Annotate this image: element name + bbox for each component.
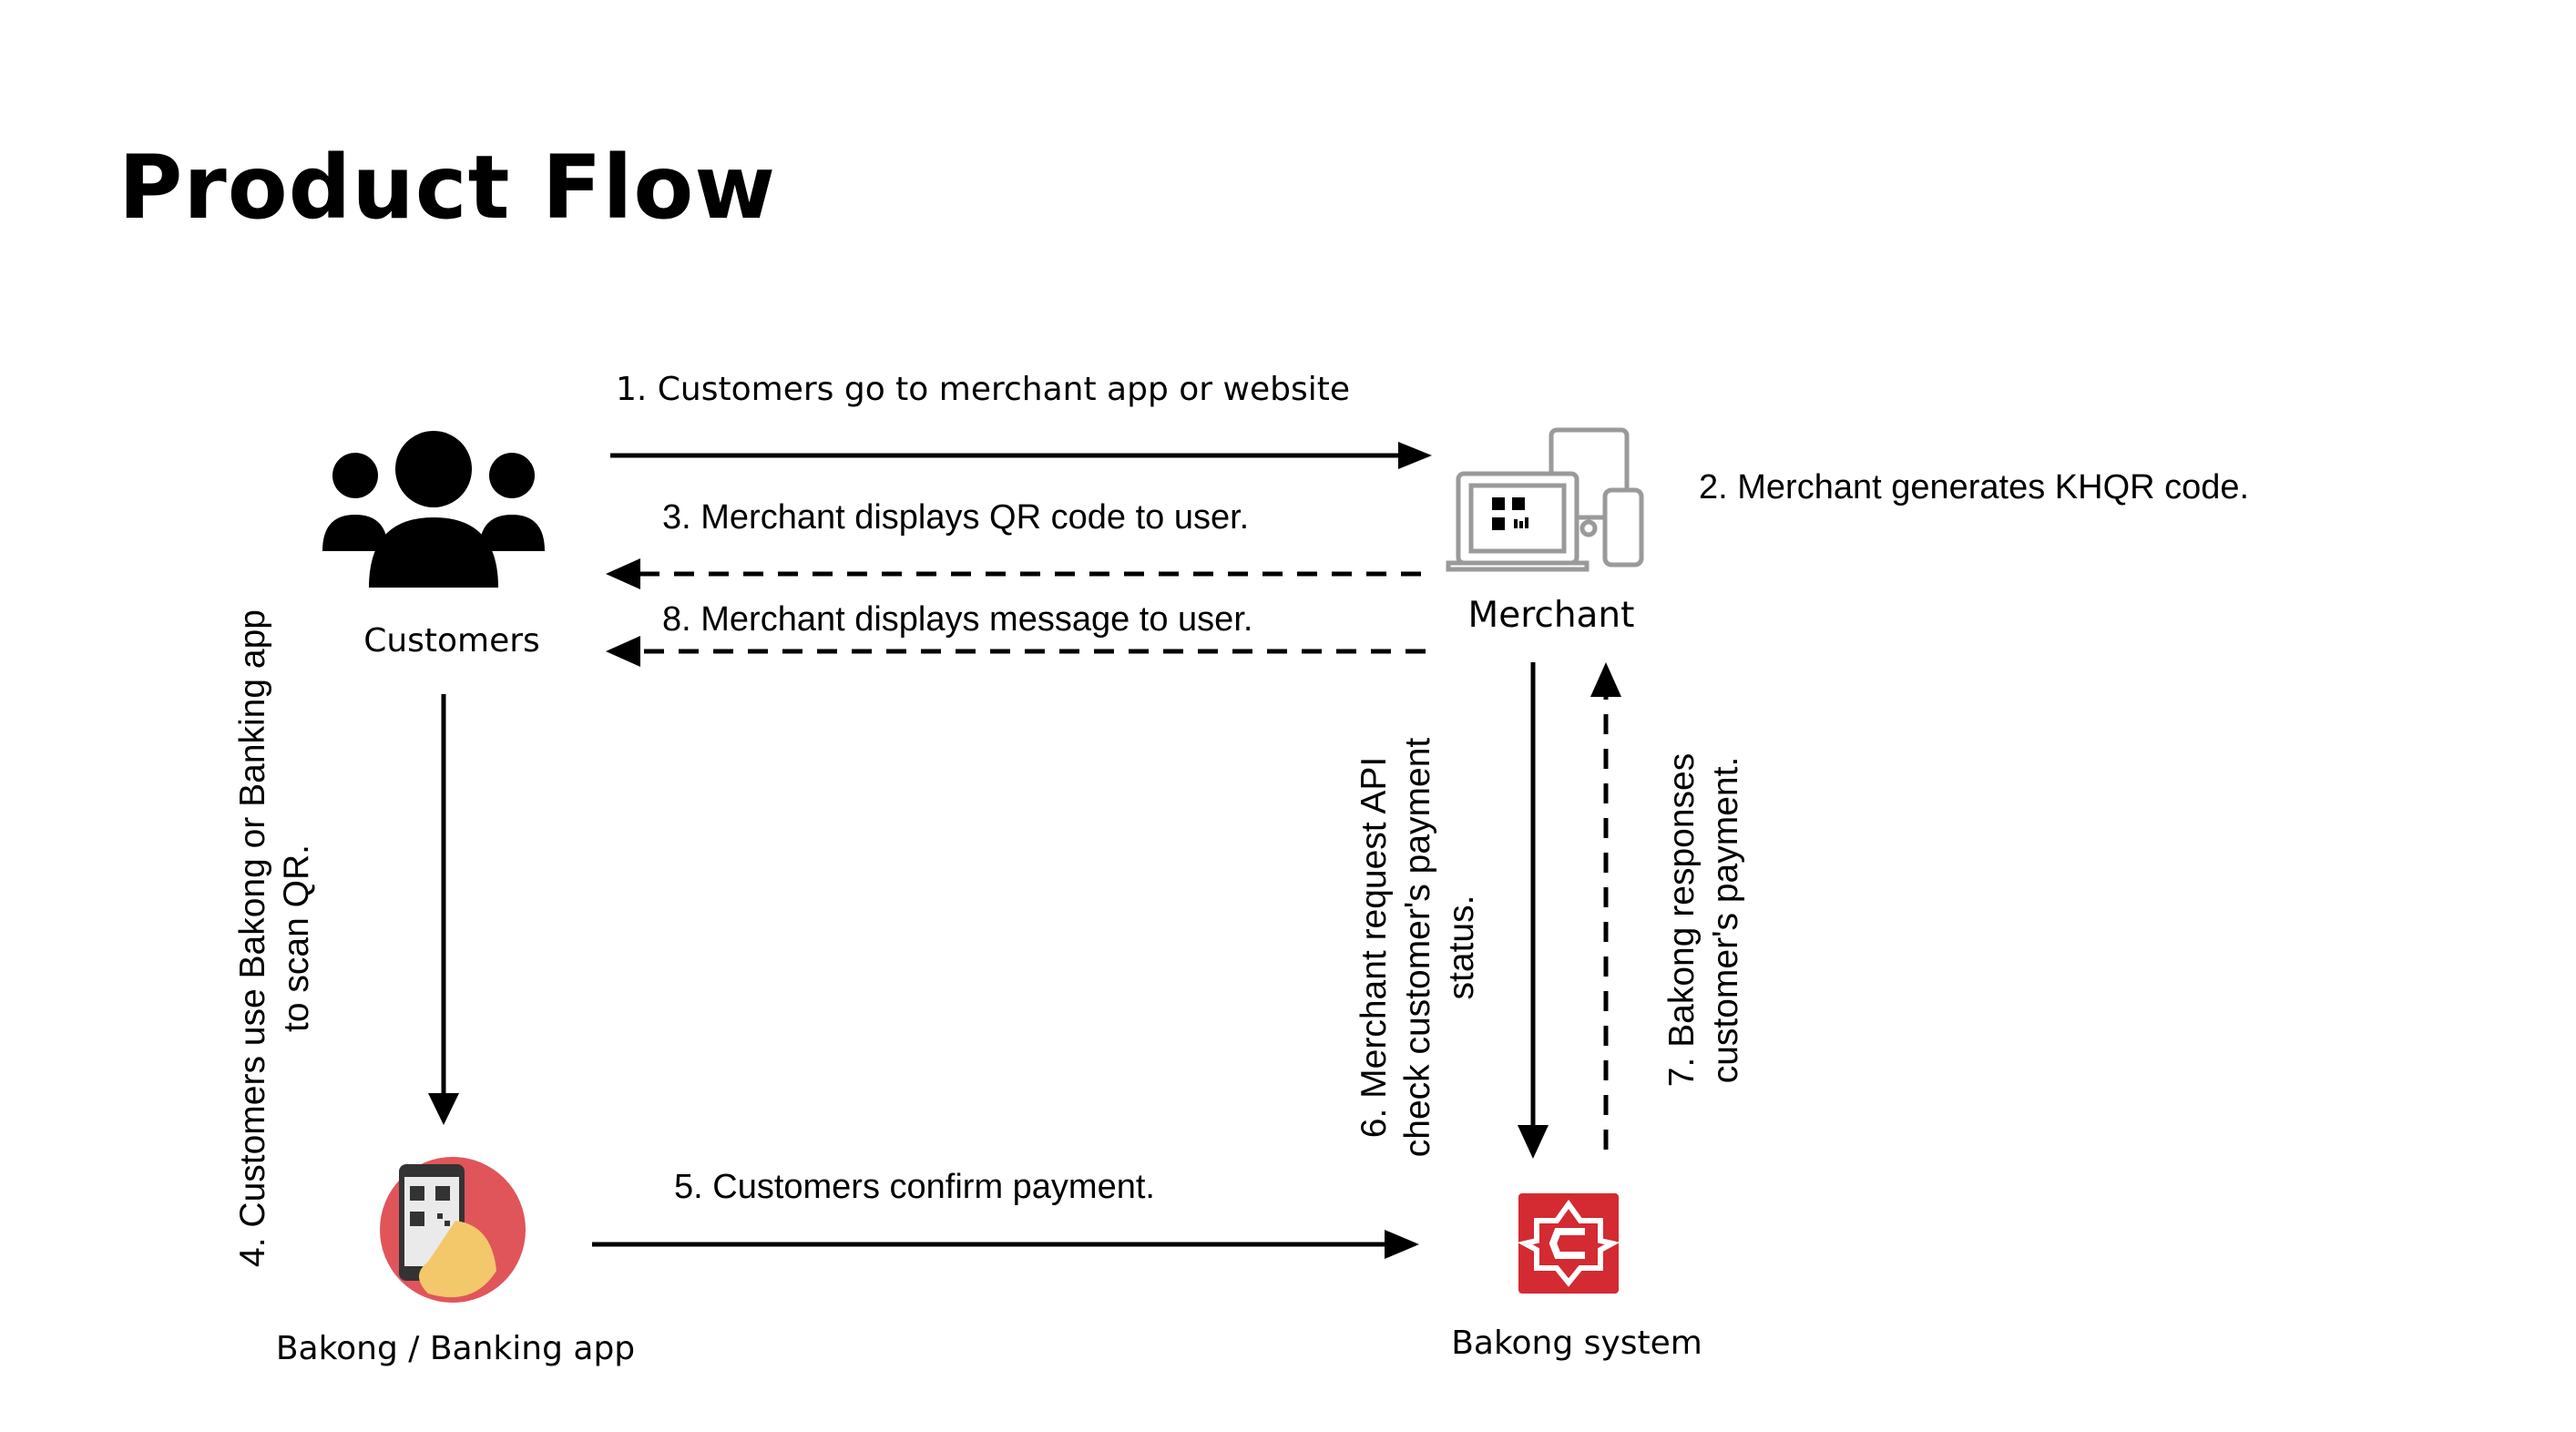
step-6-line-3: status. xyxy=(1442,895,1481,1000)
step-4-label: 4. Customers use Bakong or Banking app t… xyxy=(231,609,319,1267)
mobile-qr-scan-icon xyxy=(380,1157,526,1303)
step-6-label: 6. Merchant request API check customer's… xyxy=(1353,738,1484,1157)
arrow-step-3 xyxy=(606,558,1421,589)
step-4-line-1: 4. Customers use Bakong or Banking app xyxy=(233,609,272,1267)
bakong-logo-icon xyxy=(1517,1193,1620,1294)
step-1-label: 1. Customers go to merchant app or websi… xyxy=(616,371,1350,408)
step-7-line-2: customer's payment. xyxy=(1706,756,1745,1084)
step-6-line-1: 6. Merchant request API xyxy=(1354,756,1394,1139)
merchant-devices-icon xyxy=(1446,427,1644,572)
customers-group-icon xyxy=(322,431,545,588)
arrow-step-5 xyxy=(592,1230,1419,1259)
step-7-line-1: 7. Bakong responses xyxy=(1662,752,1702,1088)
arrow-step-8 xyxy=(606,636,1426,667)
step-8-label: 8. Merchant displays message to user. xyxy=(662,600,1253,639)
bakong-system-label: Bakong system xyxy=(1451,1325,1702,1362)
merchant-qr-icon xyxy=(1492,497,1528,530)
arrow-step-1 xyxy=(610,442,1432,469)
step-6-line-2: check customer's payment xyxy=(1398,737,1437,1158)
step-7-label: 7. Bakong responses customer's payment. xyxy=(1661,753,1748,1087)
step-5-label: 5. Customers confirm payment. xyxy=(674,1168,1155,1206)
page-title: Product Flow xyxy=(118,137,777,239)
step-4-line-2: to scan QR. xyxy=(277,844,316,1032)
step-2-label: 2. Merchant generates KHQR code. xyxy=(1699,468,2250,506)
arrow-step-4 xyxy=(428,694,459,1125)
arrow-step-7 xyxy=(1590,662,1621,1150)
merchant-label: Merchant xyxy=(1467,595,1635,636)
app-label: Bakong / Banking app xyxy=(275,1330,636,1367)
customers-label: Customers xyxy=(363,622,540,660)
arrow-step-6 xyxy=(1518,662,1549,1159)
step-3-label: 3. Merchant displays QR code to user. xyxy=(662,498,1250,537)
